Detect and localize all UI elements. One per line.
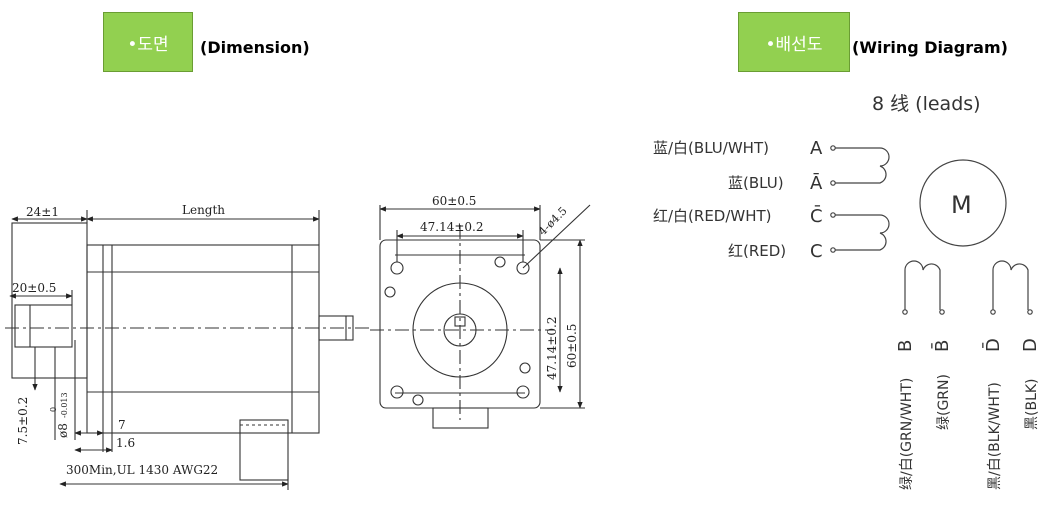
- dim-vertical-body: 60±0.5: [565, 324, 579, 368]
- dim-shaft-tol-lower: -0.013: [60, 392, 69, 418]
- terminal-b-bar: B̄: [931, 340, 953, 352]
- dimension-tag: •도면: [103, 12, 193, 72]
- lead-label-a-bar: 蓝(BLU): [728, 174, 784, 192]
- lead-label-b-bar: 绿(GRN): [936, 374, 952, 430]
- lead-label-d: 黑(BLK): [1024, 378, 1040, 430]
- dimension-tag-label: •도면: [127, 34, 169, 55]
- terminal-c: C: [810, 241, 823, 262]
- terminal-d-bar: D̄: [982, 338, 1004, 352]
- terminal-a: A: [810, 138, 823, 159]
- terminal-a-bar: Ā: [810, 172, 823, 194]
- dim-body-width: 60±0.5: [432, 194, 476, 208]
- dim-length: Length: [182, 203, 225, 217]
- dim-cable: 300Min,UL 1430 AWG22: [66, 463, 218, 477]
- dim-vertical-hole-spacing: 47.14±0.2: [545, 317, 559, 381]
- dim-hole-spacing: 47.14±0.2: [420, 220, 484, 234]
- dimension-subtitle: (Dimension): [200, 38, 310, 57]
- lead-label-d-bar: 黑/白(BLK/WHT): [987, 382, 1003, 490]
- dim-boss: 20±0.5: [12, 281, 56, 295]
- wiring-diagram: 8 线 (leads) M 蓝/白(BLU/WHT) A 蓝(BLU) Ā 红/…: [653, 93, 1041, 490]
- lead-label-c: 红(RED): [728, 242, 786, 260]
- terminal-b: B: [895, 340, 916, 352]
- front-view: [370, 204, 591, 429]
- lead-label-c-bar: 红/白(RED/WHT): [653, 207, 772, 225]
- wiring-subtitle: (Wiring Diagram): [852, 38, 1008, 57]
- lead-label-b: 绿/白(GRN/WHT): [899, 378, 915, 490]
- motor-label: M: [951, 191, 972, 219]
- leads-label: 8 线 (leads): [872, 93, 981, 115]
- wiring-tag: •배선도: [738, 12, 850, 72]
- lead-label-a: 蓝/白(BLU/WHT): [653, 139, 769, 157]
- side-view: [5, 210, 370, 490]
- wiring-tag-label: •배선도: [765, 34, 823, 55]
- dim-flange-thickness: 1.6: [116, 436, 135, 450]
- motor-symbol: [919, 159, 1007, 247]
- dim-shaft-dia: ø8: [56, 423, 70, 438]
- terminal-c-bar: C̄: [810, 205, 823, 227]
- terminal-d: D: [1020, 338, 1041, 352]
- dim-shaft-tol-upper: 0: [49, 407, 58, 412]
- dim-width: 24±1: [26, 205, 59, 219]
- dim-hole-dia: 4-ø4.5: [536, 204, 570, 238]
- dim-shaft-offset: 7.5±0.2: [16, 397, 30, 445]
- dim-flange: 7: [118, 418, 126, 432]
